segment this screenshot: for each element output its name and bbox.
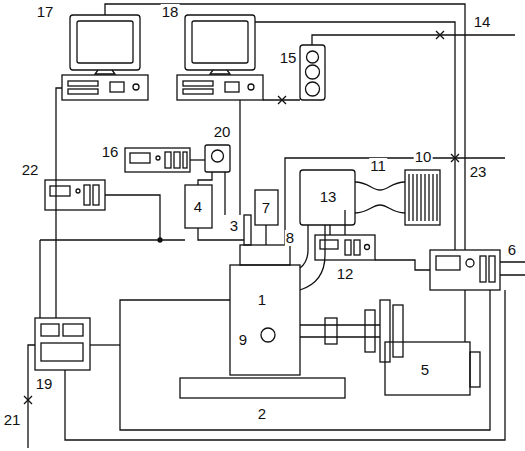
instrument xyxy=(315,235,375,260)
transducer xyxy=(255,190,278,225)
fin xyxy=(408,174,409,221)
intake-pipe xyxy=(300,225,325,290)
fin xyxy=(432,174,433,221)
flow-meter-pipe xyxy=(355,182,405,213)
callout-number: 8 xyxy=(285,230,295,246)
air-box xyxy=(300,170,355,225)
callout-number: 1 xyxy=(257,292,267,308)
signal-wire xyxy=(120,290,490,430)
instrument xyxy=(430,250,500,290)
computer xyxy=(62,15,148,100)
callout-number: 22 xyxy=(21,162,40,178)
callout-number: 18 xyxy=(161,4,180,20)
signal-wire xyxy=(198,172,212,185)
signal-wire xyxy=(40,195,185,240)
fuel-line xyxy=(285,158,505,245)
callout-number: 7 xyxy=(261,200,271,216)
gas-line xyxy=(312,35,515,45)
coupling xyxy=(365,310,375,352)
signal-wire xyxy=(90,344,120,345)
callout-number: 11 xyxy=(369,158,387,174)
callout-number: 12 xyxy=(336,266,355,282)
signal-wire xyxy=(65,290,505,440)
callout-number: 10 xyxy=(414,149,433,165)
signal-wire xyxy=(375,260,430,270)
instrument xyxy=(45,180,105,210)
filter-fins xyxy=(409,174,437,221)
sensor-unit xyxy=(205,145,230,172)
fin xyxy=(420,174,421,221)
fin xyxy=(424,174,425,221)
callout-number: 19 xyxy=(35,376,54,392)
engine xyxy=(230,245,300,375)
disc xyxy=(393,305,403,357)
controller xyxy=(35,318,90,370)
callout-number: 3 xyxy=(229,218,239,234)
callout-number: 23 xyxy=(469,164,488,180)
fin xyxy=(436,174,437,221)
signal-wire xyxy=(500,262,525,275)
signal-wire xyxy=(330,210,345,235)
signal-wire xyxy=(56,88,62,318)
callout-number: 6 xyxy=(507,242,517,258)
fuel-meter xyxy=(185,185,212,228)
fin xyxy=(416,174,417,221)
callout-number: 14 xyxy=(473,14,492,30)
fin xyxy=(428,174,429,221)
callout-number: 17 xyxy=(36,4,55,20)
bed-plate xyxy=(180,378,345,398)
callout-number: 5 xyxy=(420,362,430,378)
callout-number: 16 xyxy=(101,144,120,160)
dynamometer xyxy=(385,342,470,395)
callout-number: 9 xyxy=(238,332,248,348)
coupling xyxy=(325,318,337,344)
analyser xyxy=(300,45,325,100)
callout-number: 13 xyxy=(319,189,338,205)
callout-number: 21 xyxy=(3,412,22,428)
valve xyxy=(278,96,286,104)
signal-wire xyxy=(224,172,225,215)
computer xyxy=(177,15,263,100)
sensor-stem xyxy=(265,225,266,245)
valve xyxy=(24,396,32,404)
signal-wire xyxy=(190,159,205,160)
fin xyxy=(412,174,413,221)
dynamometer-end xyxy=(470,352,480,387)
probe xyxy=(244,215,251,245)
callout-number: 15 xyxy=(279,50,298,66)
instrument xyxy=(125,148,190,172)
junction xyxy=(158,238,162,242)
callout-number: 20 xyxy=(213,124,232,140)
shaft xyxy=(300,325,380,337)
signal-wire xyxy=(39,240,40,318)
valve xyxy=(451,154,459,162)
callout-number: 2 xyxy=(257,406,267,422)
signal-wire xyxy=(239,100,240,215)
valve xyxy=(436,31,444,39)
callout-number: 4 xyxy=(193,199,203,215)
air-filter xyxy=(405,170,440,225)
